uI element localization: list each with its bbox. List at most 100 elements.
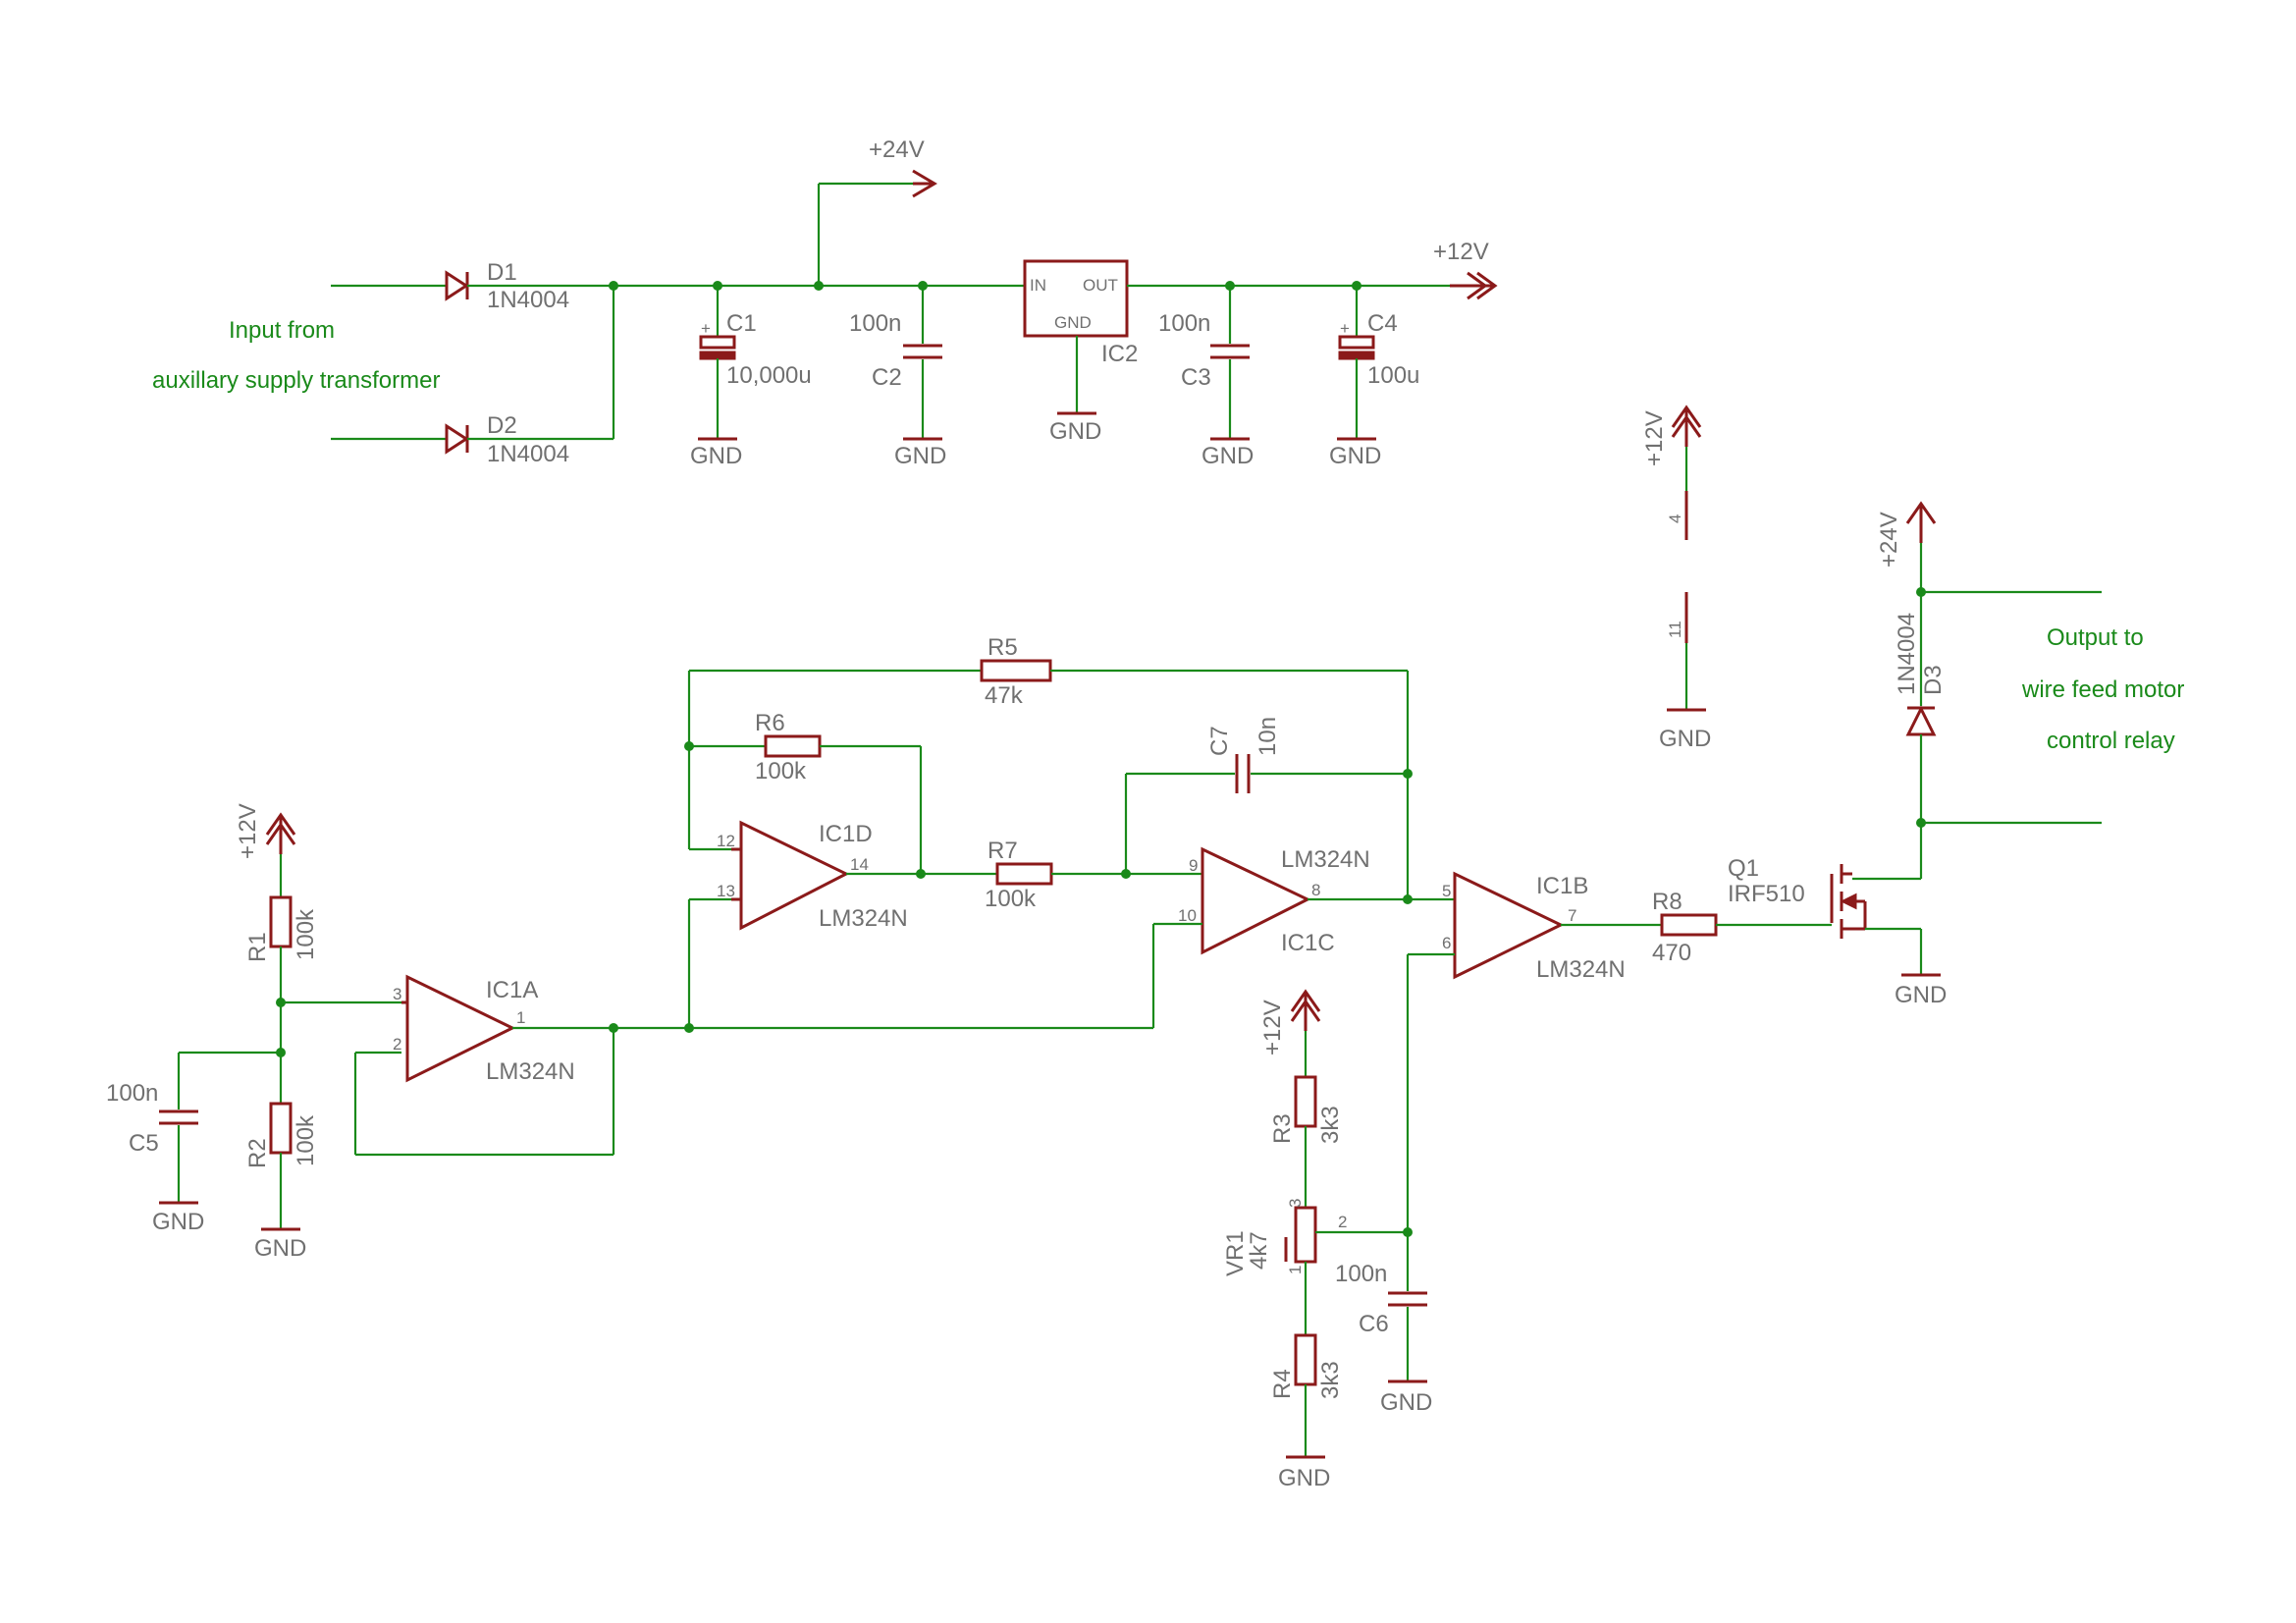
ic1c-name: IC1C [1281,930,1335,956]
supply-flag-12v-top [1450,271,1498,300]
opamp-supply-pins [1667,405,1706,712]
c6-value: 100n [1335,1261,1387,1287]
d1-value: 1N4004 [487,287,569,313]
ic1b-value: LM324N [1536,956,1626,983]
pin-vr1-2: 2 [1338,1213,1347,1231]
input-note-1: Input from [229,317,335,344]
c2-name: C2 [872,364,902,391]
d3-name: D3 [1920,665,1947,695]
c5-value: 100n [106,1080,158,1107]
label-12v-r3: +12V [1259,1000,1286,1055]
output-section [1830,501,2102,977]
c2-value: 100n [849,310,901,337]
label-12v-top: +12V [1433,239,1489,265]
resistor-r6 [764,734,822,758]
reference-divider [1284,989,1427,1459]
r8-name: R8 [1652,889,1682,915]
gnd-c4: GND [1329,443,1381,469]
gnd-c3: GND [1201,443,1254,469]
d2-name: D2 [487,412,517,439]
vr1-value: 4k7 [1246,1231,1272,1270]
opamp-ic1a [353,974,689,1157]
ic2-pin-out: OUT [1083,276,1118,295]
diode-d1 [445,270,469,301]
ic2-name: IC2 [1101,341,1138,367]
ic1b-name: IC1B [1536,873,1588,899]
gnd-c2: GND [894,443,946,469]
gnd-r4: GND [1278,1465,1330,1491]
c4-value: 100u [1367,362,1419,389]
capacitor-c7 [1235,754,1251,793]
labels: Input from auxillary supply transformer … [106,136,2184,1491]
input-divider [159,812,401,1231]
output-note-2: wire feed motor [2021,676,2184,703]
mosfet-q1 [1830,864,1867,939]
pin-5: 5 [1442,882,1451,900]
r8-value: 470 [1652,940,1691,966]
r2-value: 100k [293,1114,319,1166]
r6-name: R6 [755,710,785,736]
d3-value: 1N4004 [1894,613,1920,695]
label-24v-right: +24V [1876,512,1902,568]
d2-value: 1N4004 [487,441,569,467]
resistor-r1 [269,895,293,948]
opamp-ic1d-network [684,659,1408,1033]
svg-text:+: + [1340,319,1350,338]
ic1a-name: IC1A [486,977,538,1003]
pin-vr1-3: 3 [1286,1199,1305,1208]
resistor-r3 [1294,1075,1317,1128]
resistor-r8 [1660,913,1718,937]
supply-flag-24v [912,169,937,198]
d1-name: D1 [487,259,517,286]
capacitor-c5 [159,1109,198,1125]
r4-name: R4 [1269,1369,1296,1399]
resistor-r5 [980,659,1052,682]
gnd-q1: GND [1895,982,1947,1008]
capacitor-c6 [1388,1291,1427,1307]
input-note-2: auxillary supply transformer [152,367,440,394]
output-note-1: Output to [2047,624,2144,651]
pin-14: 14 [850,855,869,874]
supply-flag-12v-pin4 [1671,405,1702,447]
c4-name: C4 [1367,310,1398,337]
ic1a-value: LM324N [486,1058,575,1085]
r3-value: 3k3 [1317,1106,1344,1144]
c1-value: 10,000u [726,362,812,389]
c5-name: C5 [129,1130,159,1157]
ic1c-value: LM324N [1281,846,1370,873]
pin-9: 9 [1189,856,1198,875]
gnd-c5: GND [152,1209,204,1235]
power-supply-section: + [331,169,1498,455]
c3-value: 100n [1158,310,1210,337]
output-note-3: control relay [2047,728,2175,754]
diode-d3 [1905,705,1937,736]
q1-name: Q1 [1728,855,1759,882]
gnd-r2: GND [254,1235,306,1262]
c1-name: C1 [726,310,757,337]
label-24v: +24V [869,136,925,163]
ic2-pin-in: IN [1030,276,1046,295]
supply-flag-12v-r1 [265,812,296,854]
r2-name: R2 [244,1138,271,1168]
c7-value: 10n [1255,717,1281,756]
pin-11: 11 [1666,621,1684,638]
pin-4: 4 [1666,514,1684,523]
r3-name: R3 [1269,1113,1296,1144]
svg-text:+: + [701,319,711,338]
resistor-r7 [995,862,1053,886]
ic1d-name: IC1D [819,821,873,847]
q1-value: IRF510 [1728,881,1805,907]
r1-value: 100k [293,908,319,960]
vr1-name: VR1 [1222,1230,1249,1276]
resistor-r2 [269,1102,293,1155]
supply-flag-12v-r3 [1290,989,1321,1031]
opamp-ic1c [1151,671,1455,1028]
gnd-c1: GND [690,443,742,469]
gnd-ic2: GND [1049,418,1101,445]
pin-vr1-1: 1 [1286,1266,1305,1274]
r5-name: R5 [988,634,1018,661]
pin-1: 1 [516,1008,525,1027]
r4-value: 3k3 [1317,1361,1344,1399]
